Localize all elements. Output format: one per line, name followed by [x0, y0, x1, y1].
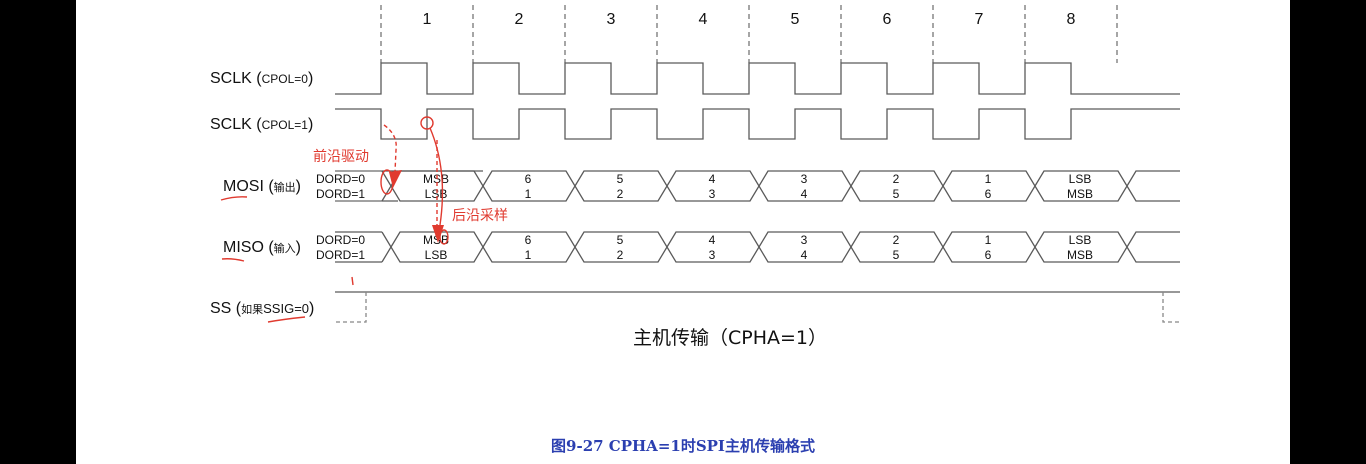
- bit-label: 5: [617, 172, 624, 186]
- sclk-cpol1-label: SCLK (CPOL=1): [210, 116, 313, 133]
- mosi-bit-labels: MSB LSB 6 1 5 2 4 3 3 4 2 5 1 6 LSB MSB: [423, 172, 1093, 201]
- diagram-subtitle: 主机传输（CPHA=1）: [633, 327, 827, 349]
- bit-label: 4: [709, 172, 716, 186]
- bit-label: 2: [893, 233, 900, 247]
- bit-label: 3: [801, 172, 808, 186]
- bit-label: 6: [525, 233, 532, 247]
- clock-number: 8: [1067, 11, 1076, 28]
- bit-label: 6: [985, 187, 992, 201]
- bit-label: MSB: [423, 172, 449, 186]
- bit-label: MSB: [1067, 187, 1093, 201]
- bit-label: 3: [801, 233, 808, 247]
- ss-tick-mark: [351, 276, 354, 286]
- clock-number: 4: [699, 11, 708, 28]
- bit-label: 4: [709, 233, 716, 247]
- clock-number: 7: [975, 11, 984, 28]
- clock-number: 6: [883, 11, 892, 28]
- edge-circle: [380, 169, 394, 195]
- clock-numbers: 1 2 3 4 5 6 7 8: [423, 11, 1076, 28]
- bit-label: 3: [709, 187, 716, 201]
- bit-label: LSB: [425, 248, 448, 262]
- bit-label: 3: [709, 248, 716, 262]
- bit-label: 2: [893, 172, 900, 186]
- ss-label: SS (如果SSIG=0): [210, 300, 314, 317]
- bit-label: 1: [985, 172, 992, 186]
- miso-dord0-label: DORD=0: [316, 233, 365, 247]
- mosi-bus-waveform: [335, 170, 1180, 202]
- bit-label: 2: [617, 187, 624, 201]
- leading-edge-arrow: [383, 124, 397, 173]
- bit-label: 5: [893, 248, 900, 262]
- bit-label: 1: [525, 187, 532, 201]
- arrowhead-icon: [432, 225, 444, 243]
- sclk-cpol0-label: SCLK (CPOL=0): [210, 70, 313, 87]
- clock-number: 1: [423, 11, 432, 28]
- miso-label: MISO (输入): [223, 239, 301, 256]
- mosi-dord1-label: DORD=1: [316, 187, 365, 201]
- sclk-cpol1-waveform: [335, 108, 1180, 140]
- document-page: 1 2 3 4 5 6 7 8 SCLK (CPOL=0) SCLK (CPOL…: [76, 0, 1290, 464]
- mosi-dord0-label: DORD=0: [316, 172, 365, 186]
- bit-label: LSB: [1069, 233, 1092, 247]
- edge-circle: [420, 116, 434, 130]
- bit-label: 2: [617, 248, 624, 262]
- clock-number: 3: [607, 11, 616, 28]
- bit-label: 1: [985, 233, 992, 247]
- mosi-underline: [220, 196, 248, 201]
- figure-caption: 图9-27 CPHA=1时SPI主机传输格式: [551, 437, 815, 455]
- bit-label: 4: [801, 248, 808, 262]
- bit-label: 6: [525, 172, 532, 186]
- bit-label: LSB: [1069, 172, 1092, 186]
- ssig-underline: [267, 316, 306, 323]
- clock-boundary-lines: [380, 5, 1118, 63]
- bit-label: 6: [985, 248, 992, 262]
- mosi-label: MOSI (输出): [223, 178, 301, 195]
- bit-label: MSB: [1067, 248, 1093, 262]
- clock-number: 5: [791, 11, 800, 28]
- miso-underline: [221, 258, 245, 262]
- bit-label: 5: [617, 233, 624, 247]
- spi-timing-diagram: 1 2 3 4 5 6 7 8 SCLK (CPOL=0) SCLK (CPOL…: [210, 5, 1180, 455]
- leading-edge-annotation: 前沿驱动: [313, 148, 369, 165]
- bit-label: LSB: [425, 187, 448, 201]
- red-annotations: [220, 116, 449, 323]
- bit-label: 5: [893, 187, 900, 201]
- sclk-cpol0-waveform: [335, 62, 1180, 95]
- trailing-edge-annotation: 后沿采样: [452, 208, 508, 224]
- miso-bus-waveform: [335, 231, 1180, 263]
- miso-dord1-label: DORD=1: [316, 248, 365, 262]
- bit-label: 4: [801, 187, 808, 201]
- clock-number: 2: [515, 11, 524, 28]
- ss-waveform: [335, 291, 1180, 323]
- bit-label: 1: [525, 248, 532, 262]
- trailing-edge-arrow: [429, 127, 444, 226]
